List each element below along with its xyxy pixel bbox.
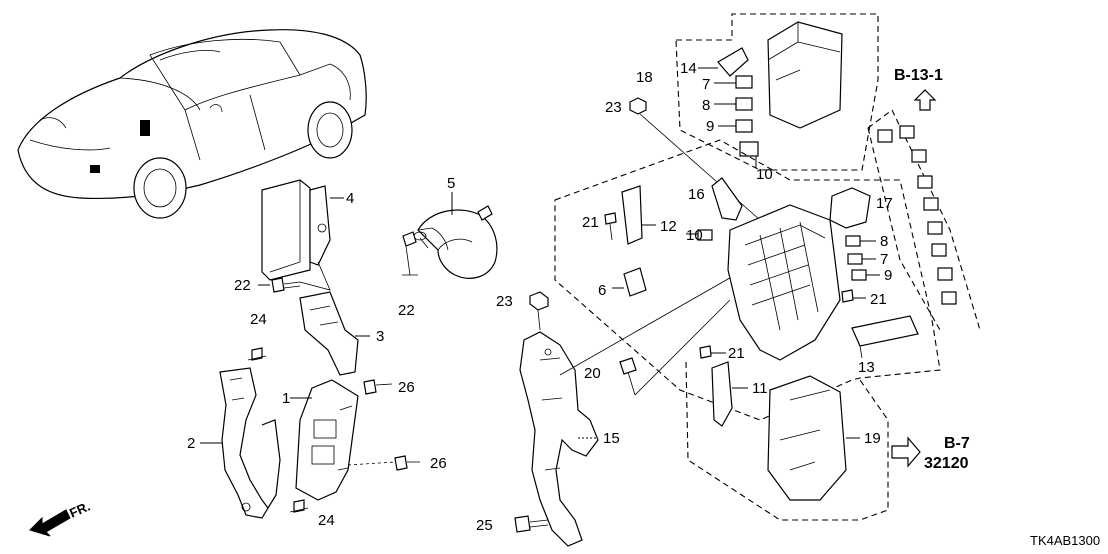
ref-arrow-right (891, 436, 921, 468)
diagram-code: TK4AB1300 (1030, 533, 1100, 548)
callout-7-upper: 7 (702, 76, 710, 93)
callout-26-lower: 26 (430, 455, 447, 472)
part-18-box-group (675, 13, 879, 171)
front-arrow-label: FR. (67, 499, 92, 521)
lower-cover-group (685, 345, 889, 521)
ref-lower-code: B-7 (944, 435, 970, 452)
callout-2: 2 (187, 435, 195, 452)
callout-23-upper: 23 (605, 99, 622, 116)
callout-12: 12 (660, 218, 677, 235)
part-5-horn (413, 192, 498, 279)
ref-lower-part: 32120 (924, 455, 969, 472)
callout-23-middle: 23 (496, 293, 513, 310)
callout-8-upper: 8 (702, 97, 710, 114)
leader-15 (559, 274, 736, 376)
fuse-box-group (554, 139, 941, 421)
callout-4: 4 (346, 190, 354, 207)
bolt-26 (347, 379, 420, 471)
callout-6: 6 (598, 282, 606, 299)
callout-15: 15 (603, 430, 620, 447)
front-arrow (29, 509, 71, 537)
callout-1: 1 (282, 390, 290, 407)
callout-24-lower: 24 (318, 512, 335, 529)
callout-22-horn: 22 (398, 302, 415, 319)
callout-14: 14 (680, 60, 697, 77)
bolt-25 (514, 515, 549, 533)
car-illustration (17, 29, 367, 219)
callout-24-upper: 24 (250, 311, 267, 328)
callout-10-middle: 10 (686, 227, 703, 244)
callout-25: 25 (476, 517, 493, 534)
nut-23-upper (629, 97, 761, 221)
callout-10-upper: 10 (756, 166, 773, 183)
callout-5: 5 (447, 175, 455, 192)
callout-26-upper: 26 (398, 379, 415, 396)
callout-18: 18 (636, 69, 653, 86)
callout-13: 13 (858, 359, 875, 376)
part-4 (261, 179, 344, 281)
screw-24 (247, 347, 309, 513)
relay-column (867, 109, 981, 331)
callout-9-right: 9 (884, 267, 892, 284)
bolt-22-horn (402, 231, 429, 276)
callout-17: 17 (876, 195, 893, 212)
callout-19: 19 (864, 430, 881, 447)
ref-upper-label: B-13-1 (894, 67, 943, 84)
part-3 (299, 291, 370, 376)
callout-11: 11 (752, 380, 768, 397)
ref-arrow-up (913, 89, 937, 111)
callout-3: 3 (376, 328, 384, 345)
callout-16: 16 (688, 186, 705, 203)
bolt-22-left (258, 261, 331, 293)
part-15-bracket (519, 331, 599, 547)
callout-21-left: 21 (582, 214, 599, 231)
nut-23-middle (529, 291, 549, 331)
callout-21-right: 21 (870, 291, 887, 308)
part-2 (200, 367, 281, 519)
callout-22-left: 22 (234, 277, 251, 294)
callout-21-lower: 21 (728, 345, 745, 362)
bolt-20 (619, 299, 731, 396)
callout-20: 20 (584, 365, 601, 382)
callout-7-right: 7 (880, 251, 888, 268)
callout-9-upper: 9 (706, 118, 714, 135)
part-1 (290, 379, 359, 501)
callout-8-right: 8 (880, 233, 888, 250)
